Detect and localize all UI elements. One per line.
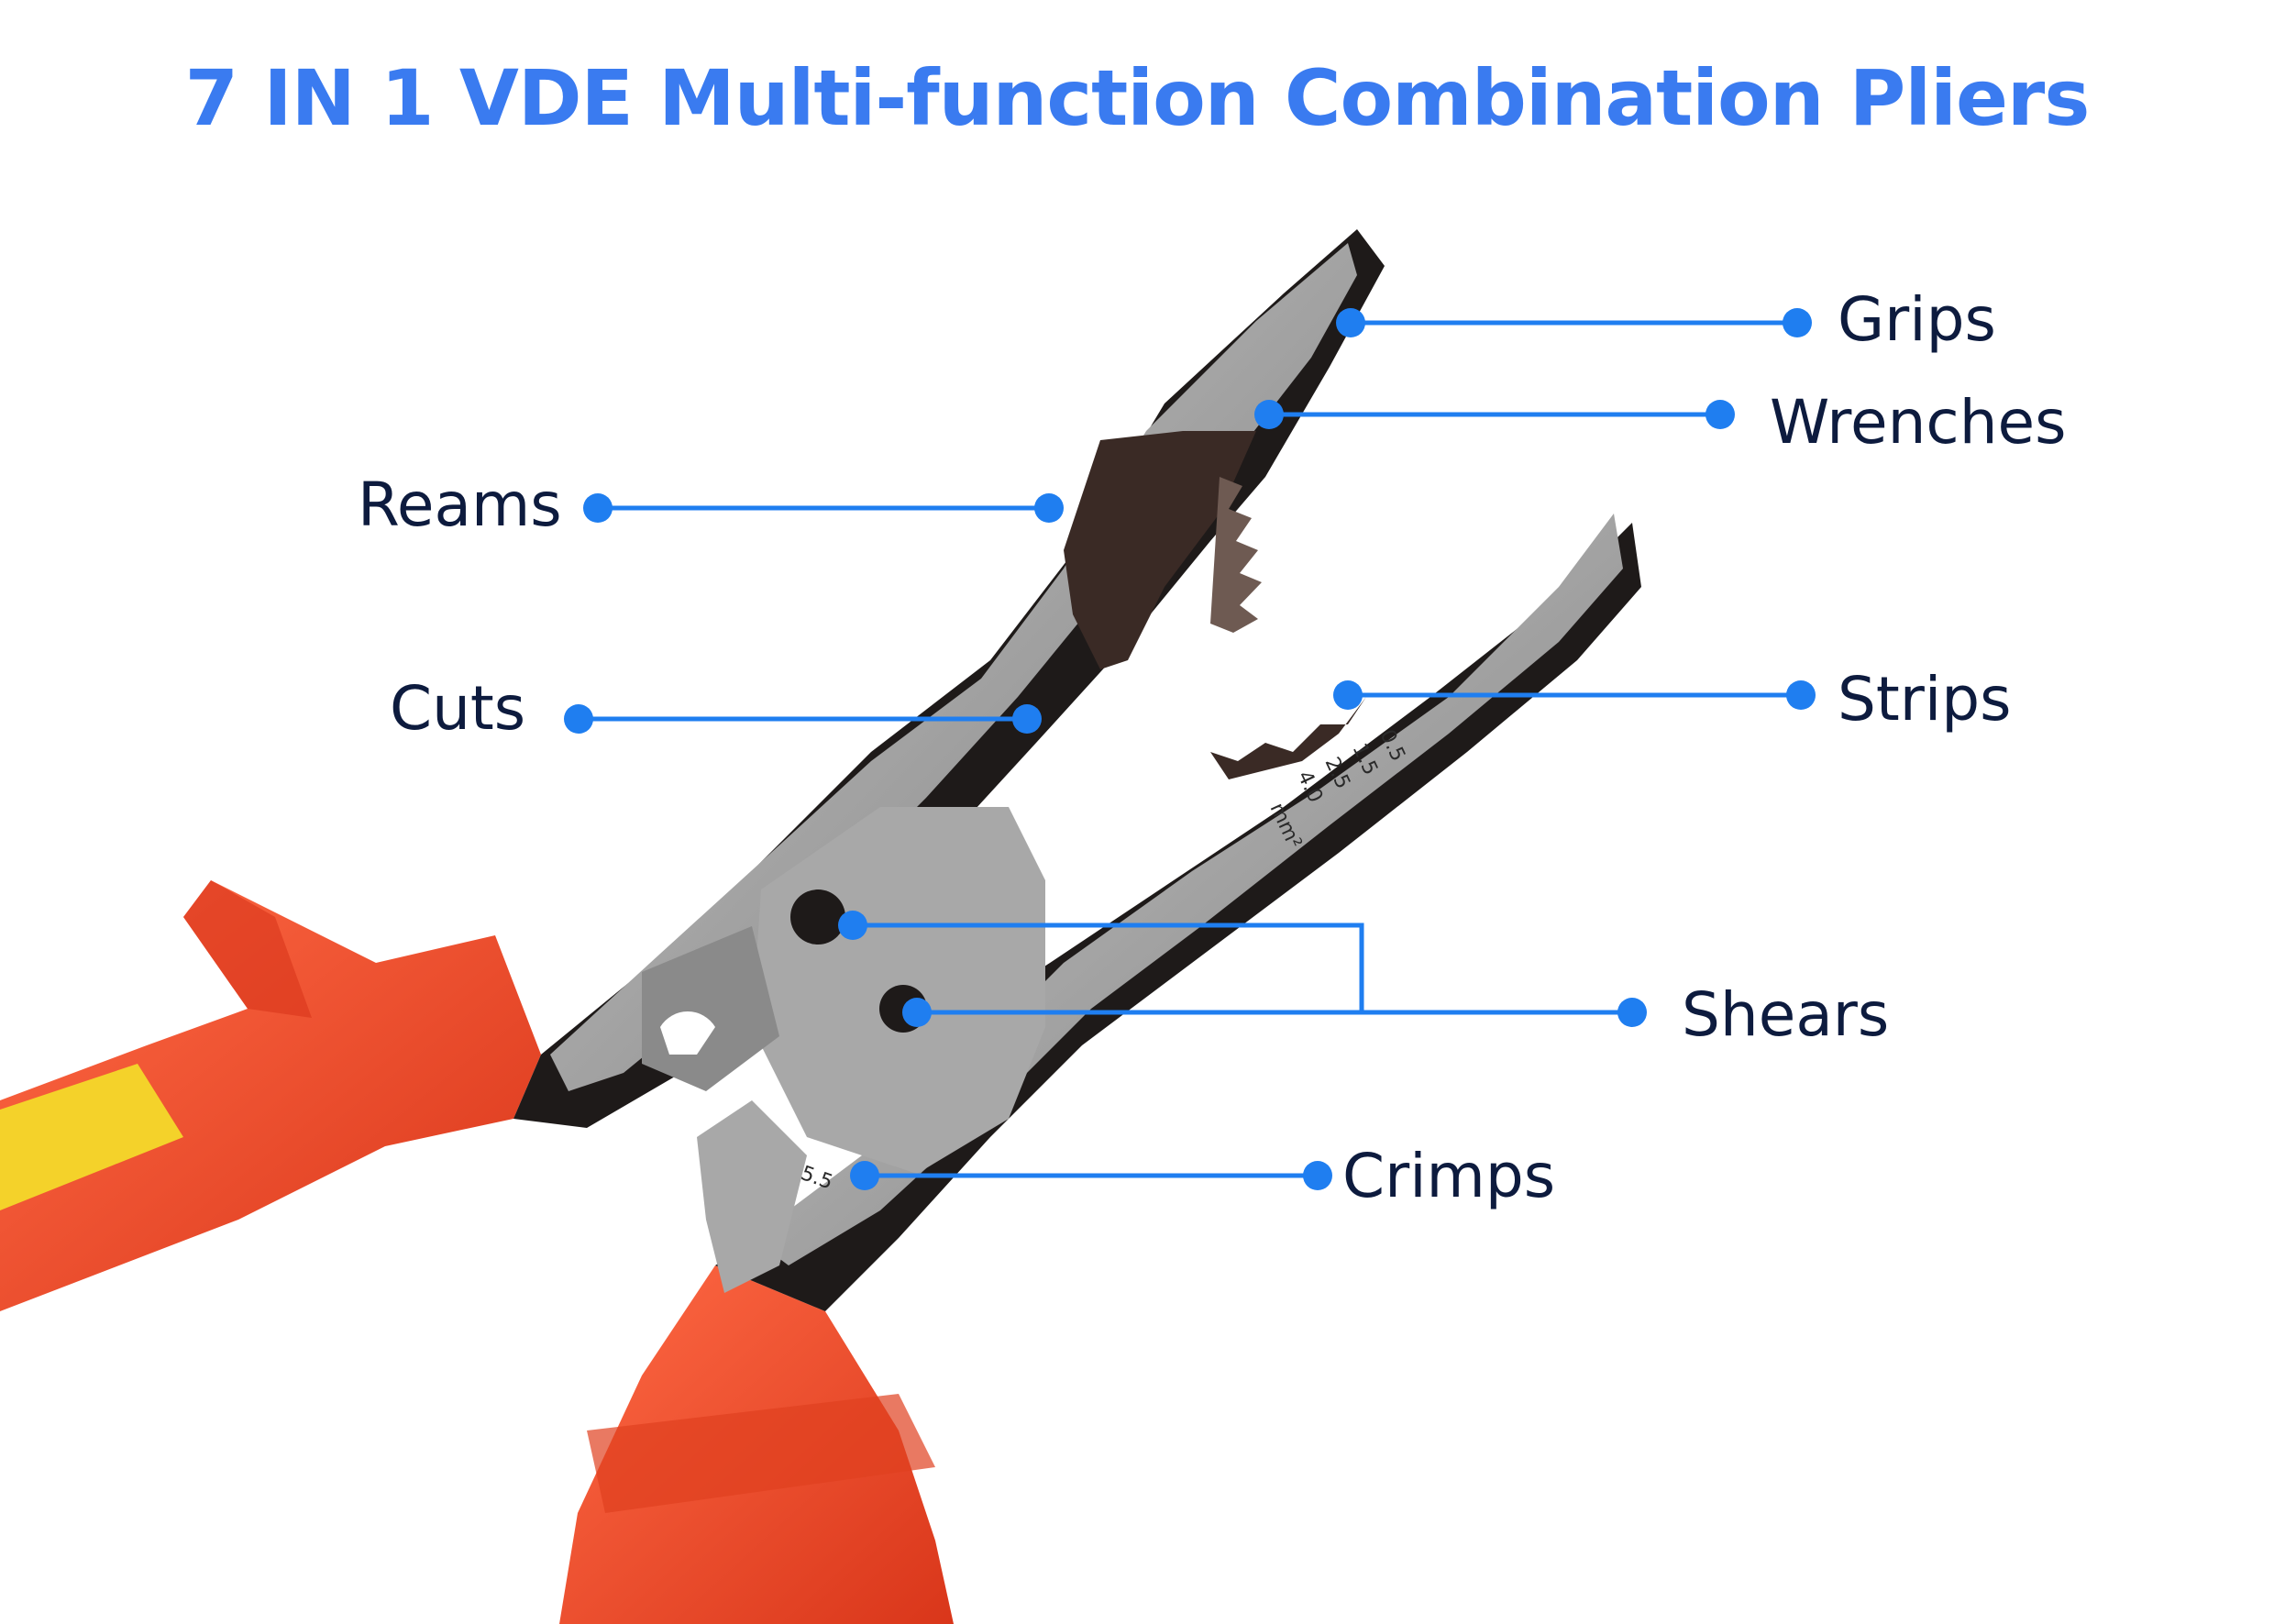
label-strips: Strips: [1838, 664, 2012, 735]
label-shears: Shears: [1682, 979, 1890, 1050]
page-title: 7 IN 1 VDE Multi-function Combination Pl…: [184, 53, 2091, 143]
shears-dot-label: [1617, 998, 1647, 1027]
callout-lines: [579, 320, 1801, 1178]
cuts-dot-end: [1012, 704, 1042, 734]
crimps-dot-end: [850, 1161, 879, 1190]
callout-dots: [564, 308, 1816, 1190]
shear-hole-upper: [790, 889, 845, 945]
label-grips: Grips: [1838, 284, 1996, 355]
lower-handle: [559, 1265, 954, 1624]
wrenches-dot-label: [1706, 400, 1735, 429]
cuts-dot-label: [564, 704, 593, 734]
label-crimps: Crimps: [1342, 1141, 1556, 1211]
label-reams: Reams: [358, 470, 562, 540]
label-cuts: Cuts: [390, 673, 526, 744]
strips-dot-end: [1333, 680, 1363, 710]
shears-dot-lower: [902, 998, 932, 1027]
grips-dot-label: [1783, 308, 1812, 337]
upper-handle: [0, 880, 541, 1311]
shears-dot-upper: [838, 911, 867, 940]
reams-dot-label: [583, 493, 613, 523]
strips-dot-label: [1786, 680, 1816, 710]
wrenches-dot-end: [1254, 400, 1284, 429]
crimps-dot-label: [1303, 1161, 1332, 1190]
label-wrenches: Wrenches: [1770, 387, 2067, 458]
grips-dot-end: [1336, 308, 1365, 337]
upper-jaw: [513, 229, 1385, 1128]
reams-dot-end: [1034, 493, 1064, 523]
shears-leader: [853, 922, 1632, 1015]
